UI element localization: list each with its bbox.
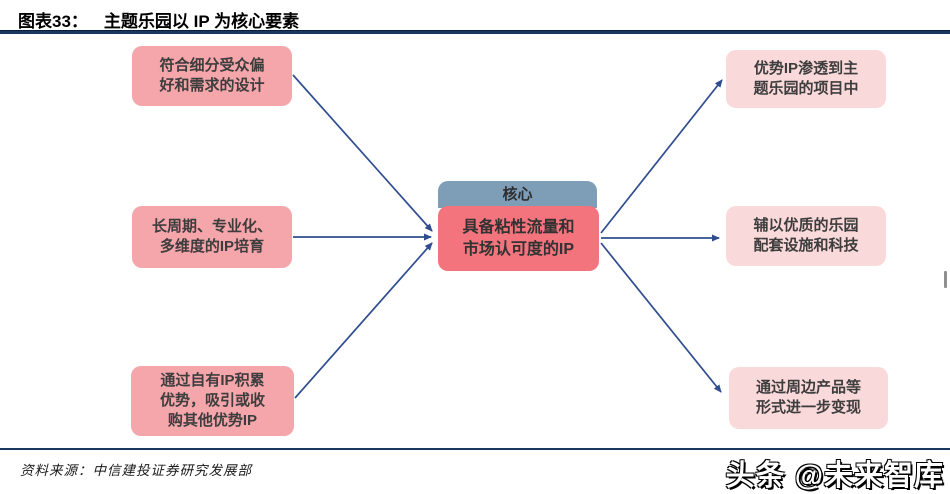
node-merchandise-monetization: 通过周边产品等 形式进一步变现 (729, 367, 888, 429)
node-audience-design: 符合细分受众偏 好和需求的设计 (132, 46, 292, 106)
title-divider-rule (0, 30, 950, 34)
footer-divider-rule (0, 448, 950, 450)
scrollbar-thumb[interactable] (944, 271, 947, 288)
figure-title: 图表33： 主题乐园以 IP 为核心要素 (18, 7, 299, 32)
source-attribution: 资料来源：中信建投证券研究发展部 (20, 463, 252, 478)
figure-title-text: 主题乐园以 IP 为核心要素 (103, 12, 300, 31)
arrow-left1-to-center (292, 74, 433, 232)
node-ip-accumulation: 通过自有IP积累 优势，吸引或收 购其他优势IP (131, 366, 294, 436)
core-node-body: 具备粘性流量和 市场认可度的IP (438, 206, 599, 271)
node-facilities-technology: 辅以优质的乐园 配套设施和科技 (726, 206, 886, 266)
watermark-logo: 头条 @未来智库 (725, 460, 944, 492)
figure-number-label: 图表33： (18, 12, 88, 31)
arrow-center-to-right1 (600, 79, 723, 234)
arrow-center-to-right3 (600, 242, 722, 393)
core-node-header: 核心 (438, 181, 597, 208)
node-ip-cultivation: 长周期、专业化、 多维度的IP培育 (132, 206, 292, 268)
node-ip-in-park-projects: 优势IP渗透到主 题乐园的项目中 (726, 50, 886, 108)
arrow-left3-to-center (294, 242, 433, 399)
